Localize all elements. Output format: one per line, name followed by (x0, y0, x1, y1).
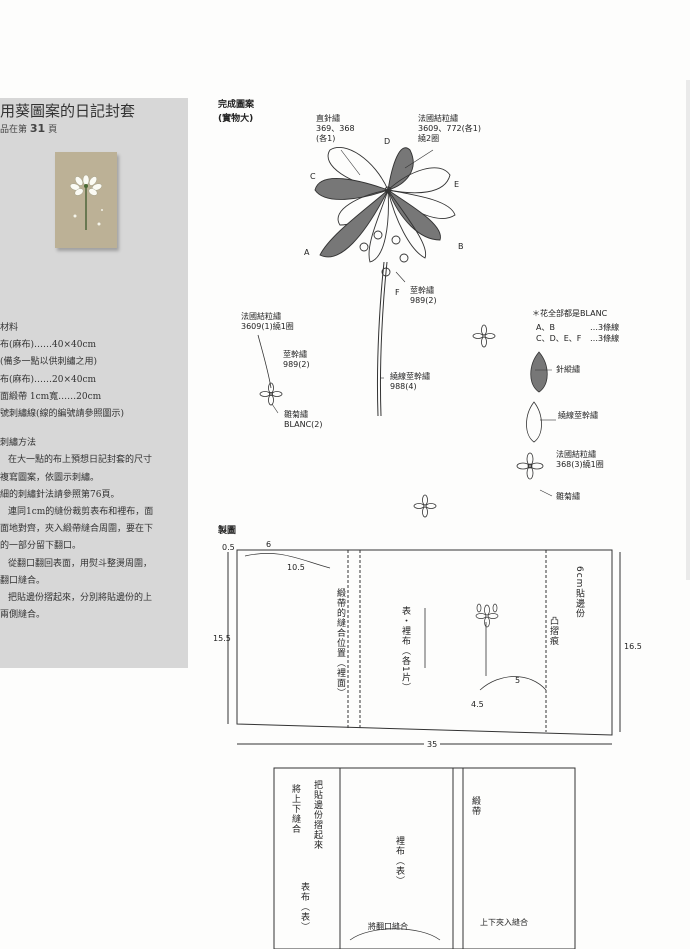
letter-D: D (384, 137, 391, 146)
method-line: 複寫圖案，依圖示刺繡。 (0, 472, 100, 483)
letter-E: E (454, 180, 460, 189)
dim-6: 6 (266, 540, 272, 549)
dim-4-5: 4.5 (471, 700, 484, 709)
sandwich-sew-label: 上下夾入縫合 (480, 918, 528, 927)
lining-face-label: 裡布（表） (394, 836, 404, 886)
material-line: 布(麻布)……20×40cm (0, 374, 97, 385)
legend-stem-outline: 繞線莖幹繡 (558, 411, 598, 420)
method-line: 面地對齊，夾入緞帶縫合周圍，要在下 (0, 524, 154, 535)
letter-C: C (310, 172, 316, 181)
construction-heading: 製圖 (218, 526, 237, 536)
method-line: 從翻口翻回表面，用熨斗整燙周圍， (8, 558, 153, 569)
page-reference: 品在第 31 頁 (0, 122, 58, 135)
method-line: 在大一點的布上預想日記封套的尺寸 (8, 455, 153, 466)
letter-B: B (458, 242, 464, 251)
method-heading: 刺繡方法 (0, 438, 37, 449)
method-line: 把貼邊份摺起來，分別將貼邊份的上 (8, 593, 153, 604)
letter-A: A (304, 248, 310, 257)
method-line: 連同1cm的縫份裁剪表布和裡布，面 (8, 507, 154, 518)
ribbon-label: 緞帶 (470, 796, 480, 816)
pattern-layout (227, 549, 621, 745)
legend-ab: A、B (536, 323, 555, 332)
pattern-heading: 完成圖案 (218, 100, 255, 110)
fold-label: 凸摺痕 (548, 616, 558, 646)
method-line: 兩側縫合。 (0, 610, 46, 621)
page-edge-shadow (686, 80, 690, 580)
dim-16-5: 16.5 (624, 642, 642, 651)
facing-label: 6cm貼邊份 (574, 566, 584, 619)
material-line: 面緞帶 1cm寬……20cm (0, 391, 102, 402)
material-line: (備多一點以供刺繡之用) (0, 357, 98, 368)
materials-heading: 材料 (0, 323, 19, 333)
legend-cdef: C、D、E、F (536, 334, 582, 343)
method-line: 的一部分留下翻口。 (0, 541, 82, 552)
flower-head (314, 146, 456, 277)
dim-10-5: 10.5 (287, 563, 305, 572)
product-photo (55, 152, 117, 248)
dim-35: 35 (424, 740, 441, 750)
instructions-text: 材料 布(麻布)……40×40cm (備多一點以供刺繡之用) 布(麻布)……20… (0, 318, 188, 624)
sew-opening-label: 將翻口縫合 (368, 922, 408, 931)
outer-lining-label: 表・裡布（各1片） (400, 606, 410, 693)
letter-F: F (395, 288, 400, 297)
material-line: 布(麻布)……40×40cm (0, 340, 97, 351)
dim-5: 5 (515, 676, 521, 685)
legend-cdef-value: …3條線 (590, 334, 620, 343)
dim-0-5: 0.5 (222, 543, 235, 552)
material-line: 號刺繡線(線的編號請參照圖示) (0, 409, 125, 420)
assembly-layout (273, 767, 576, 949)
legend-ab-value: …3條線 (590, 323, 620, 332)
dim-15-5: 15.5 (213, 634, 231, 643)
pattern-subheading: (實物大) (218, 114, 254, 124)
legend-daisy: 雛菊繡 (556, 492, 580, 501)
legend-satin: 針縱繡 (556, 365, 580, 374)
legend-note: ＊花全部都是BLANC (532, 309, 608, 318)
product-photo-art (55, 152, 117, 248)
method-line: 細的刺繡針法請參照第76頁。 (0, 489, 120, 500)
method-line: 翻口縫合。 (0, 575, 46, 586)
ribbon-position-label: 緞帶的縫合位置（裡面） (335, 588, 345, 698)
fold-up-label: 把貼邊份摺起來 (312, 780, 322, 850)
project-info-panel: 用葵圖案的日記封套 品在第 31 頁 材料 布(麻布)……40×40cm (0, 98, 188, 668)
project-title: 用葵圖案的日記封套 (0, 102, 136, 120)
outer-face-label: 表布（表） (299, 882, 309, 932)
sew-top-bottom-label: 將上下縫合 (290, 784, 300, 834)
